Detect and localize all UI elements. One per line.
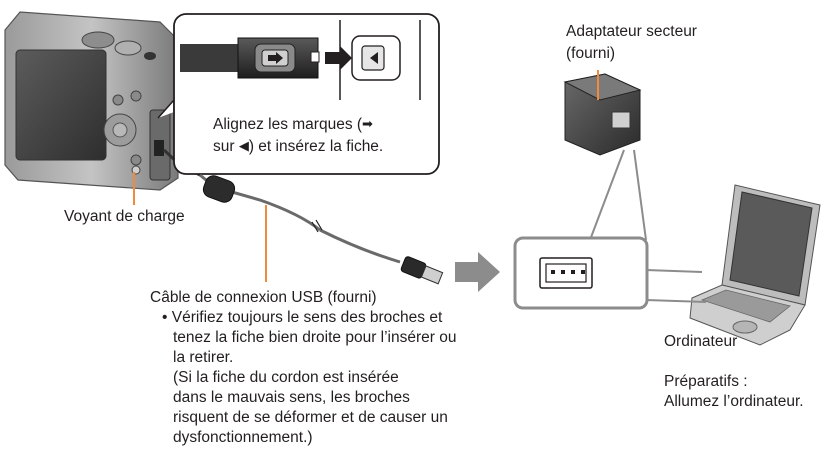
socket-mark-icon: ◀ (238, 138, 249, 153)
laptop (689, 184, 821, 346)
preparation-instruction: Allumez l’ordinateur. (664, 393, 804, 410)
usb-cable (199, 173, 444, 285)
port-zoom (513, 149, 707, 310)
callout-text-line2: sur ◀) et insérez la fiche. (213, 136, 383, 156)
usb-cable-note-line: dans le mauvais sens, les broches (173, 389, 410, 406)
ac-adapter (563, 73, 642, 156)
callout-box (157, 13, 440, 175)
computer-label: Ordinateur (664, 333, 738, 350)
connect-arrow (455, 252, 500, 292)
usb-cable-bullet-line: la retirer. (173, 349, 234, 366)
plug-mark-icon: ➡ (362, 116, 373, 131)
callout-part1: Alignez les marques ( (213, 116, 363, 133)
adapter-label-line1: Adaptateur secteur (566, 23, 697, 40)
callout-text-line1: Alignez les marques (➡ (213, 114, 373, 134)
usb-cable-note-line: risquent de se déformer et de causer un (173, 409, 448, 426)
charge-lamp-label: Voyant de charge (64, 208, 185, 225)
preparation-label: Préparatifs : (664, 373, 748, 390)
callout-part2: sur (213, 138, 239, 155)
callout-part3: ) et insérez la fiche. (248, 138, 384, 155)
usb-cable-note-line: dysfonctionnement.) (173, 429, 313, 446)
usb-cable-bullet-line: • Vérifiez toujours le sens des broches … (162, 309, 443, 326)
adapter-label-line2: (fourni) (566, 45, 616, 62)
usb-cable-note-line: (Si la fiche du cordon est insérée (173, 369, 399, 386)
camera (4, 11, 179, 191)
usb-cable-bullet-line: tenez la fiche bien droite pour l’insére… (173, 329, 457, 346)
usb-cable-title: Câble de connexion USB (fourni) (150, 289, 377, 306)
